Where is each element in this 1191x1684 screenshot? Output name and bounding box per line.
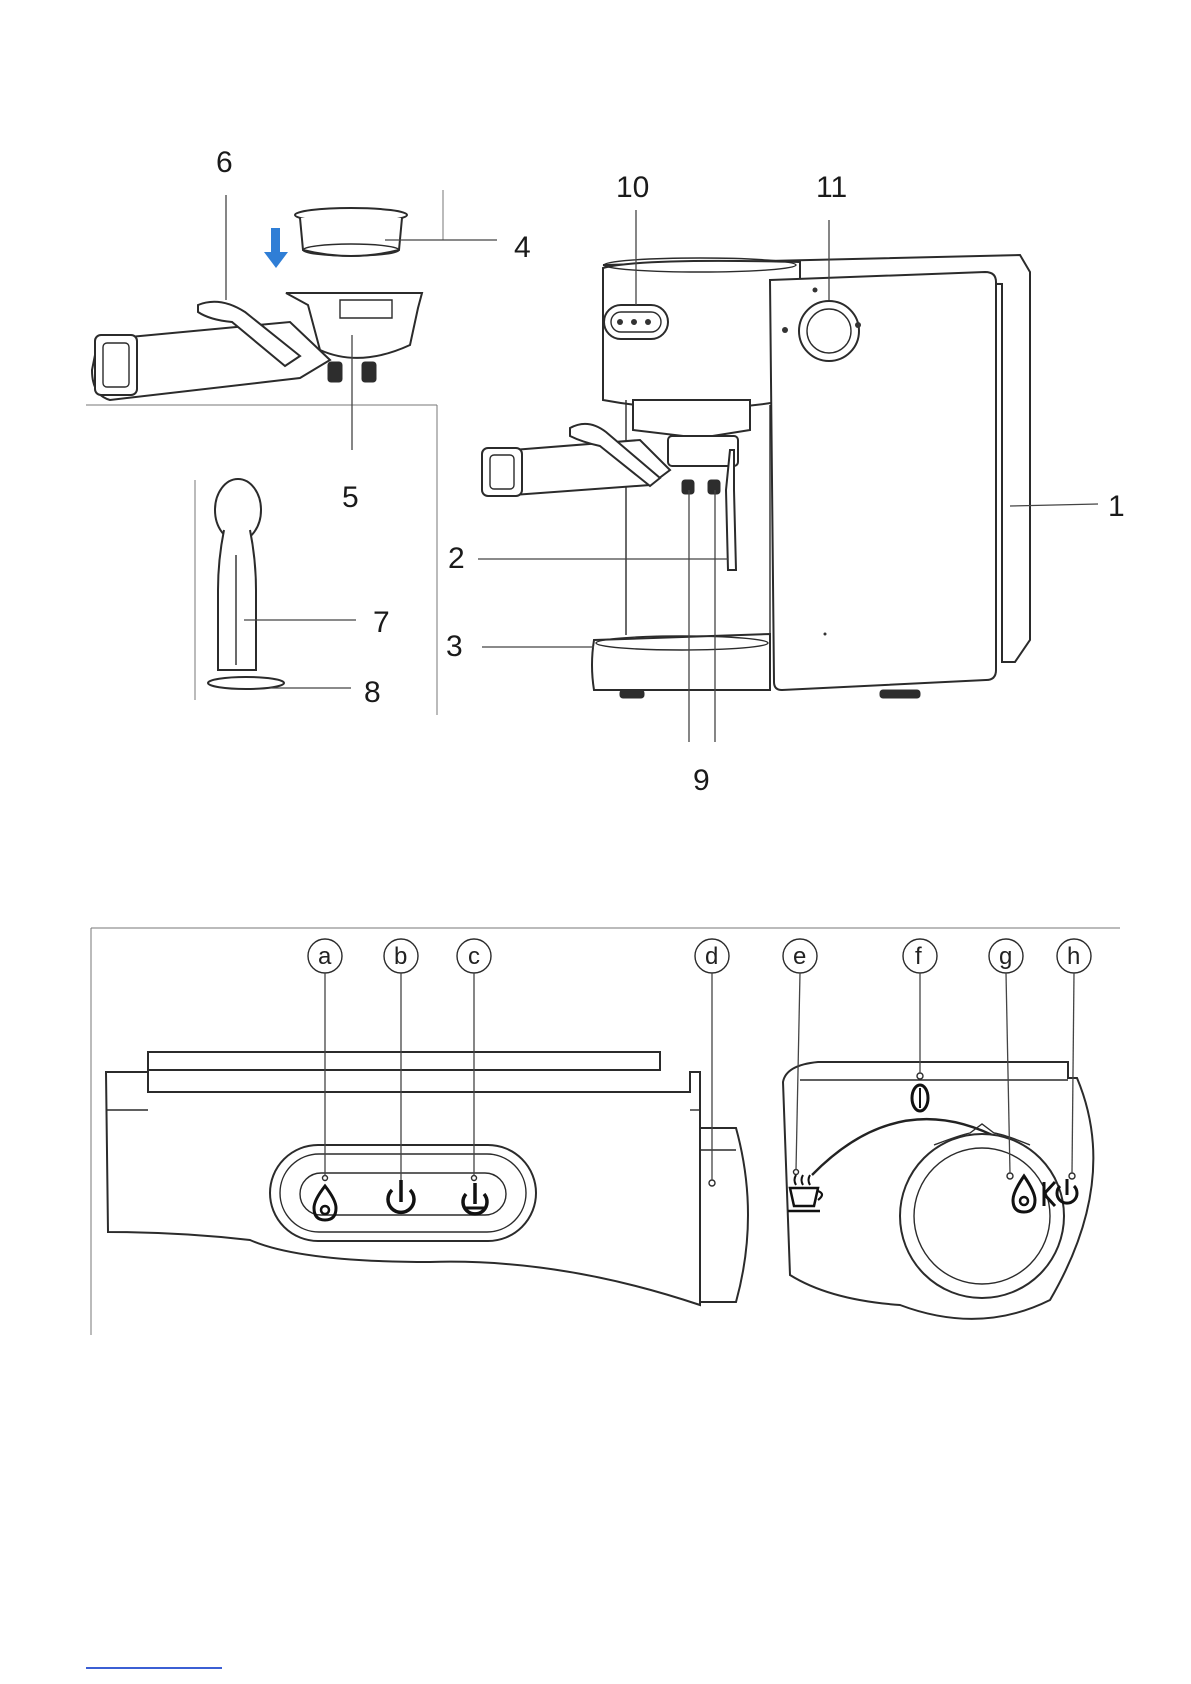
callout-e: e [793, 943, 806, 970]
control-panel-pill [604, 305, 668, 339]
callout-2: 2 [448, 542, 465, 575]
callout-8: 8 [364, 676, 381, 709]
callout-1: 1 [1108, 490, 1125, 523]
callout-c: c [468, 943, 480, 970]
insert-arrow-icon [264, 228, 288, 268]
callout-g: g [999, 943, 1012, 970]
tamper [195, 479, 284, 700]
footer-link-underline[interactable] [86, 1667, 222, 1669]
callout-3: 3 [446, 630, 463, 663]
accessories-group [86, 190, 497, 715]
front-control-panel [106, 1052, 748, 1305]
callout-b: b [394, 943, 407, 970]
portafilter [92, 293, 422, 400]
callout-10: 10 [616, 171, 649, 204]
espresso-machine [478, 210, 1098, 742]
callout-11: 11 [816, 171, 847, 204]
callout-6: 6 [216, 146, 233, 179]
callout-9: 9 [693, 764, 710, 797]
callout-f: f [915, 943, 922, 970]
filter-basket [295, 208, 407, 256]
callout-4: 4 [514, 231, 531, 264]
callout-5: 5 [342, 481, 359, 514]
callout-a: a [318, 943, 332, 970]
callout-7: 7 [373, 606, 390, 639]
side-knob-panel [783, 1062, 1093, 1319]
callout-d: d [705, 943, 718, 970]
callout-h: h [1067, 943, 1080, 970]
